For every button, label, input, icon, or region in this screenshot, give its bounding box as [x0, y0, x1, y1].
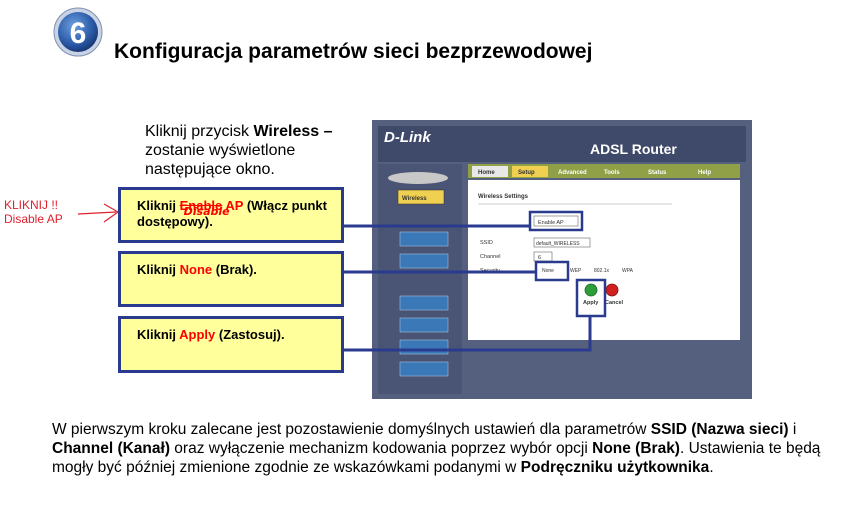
security-wep: WEP: [570, 268, 582, 274]
handwritten-note-line2: Disable AP: [4, 212, 63, 226]
security-wpa: WPA: [622, 268, 634, 274]
intro-text: Kliknij przycisk Wireless – zostanie wyś…: [145, 123, 333, 178]
security-8021x: 802.1x: [594, 268, 610, 274]
tab-help: Help: [698, 170, 711, 176]
handwritten-note-line1: KLIKNIJ !!: [4, 198, 59, 212]
page-title: Konfiguracja parametrów sieci bezprzewod…: [114, 40, 593, 63]
router-brand: D-Link: [384, 129, 431, 146]
body-paragraph: W pierwszym kroku zalecane jest pozostaw…: [52, 421, 821, 476]
channel-value: 6: [538, 255, 541, 261]
step-number: 6: [70, 17, 87, 50]
router-product: ADSL Router: [590, 141, 677, 157]
router-screenshot: D-Link ADSL Router Home Setup Advanced T…: [372, 120, 752, 399]
cancel-button-label: Cancel: [605, 300, 624, 306]
enable-ap-checkbox: Enable AP: [538, 220, 564, 226]
callout-none: Kliknij None (Brak).: [118, 251, 344, 307]
handwritten-note: KLIKNIJ !! Disable AP: [4, 198, 63, 226]
handwritten-correction: Disable: [183, 205, 230, 218]
security-label: Security: [480, 268, 500, 274]
tab-setup: Setup: [518, 170, 535, 176]
ssid-label: SSID: [480, 240, 493, 246]
step-number-badge: 6: [53, 7, 103, 57]
ssid-value: default_WIRELESS: [536, 241, 580, 247]
security-none: None: [542, 268, 554, 274]
handwritten-arrow-icon: [77, 203, 120, 223]
crossed-word: Enable: [179, 198, 223, 213]
callout-apply: Kliknij Apply (Zastosuj).: [118, 316, 344, 373]
section-title: Wireless Settings: [478, 194, 529, 200]
channel-label: Channel: [480, 254, 501, 260]
tab-status: Status: [648, 170, 667, 176]
sidebar-wireless: Wireless: [402, 196, 427, 202]
apply-button-label: Apply: [583, 300, 599, 306]
tab-home: Home: [478, 170, 495, 176]
tab-advanced: Advanced: [558, 170, 587, 176]
tab-tools: Tools: [604, 170, 620, 176]
